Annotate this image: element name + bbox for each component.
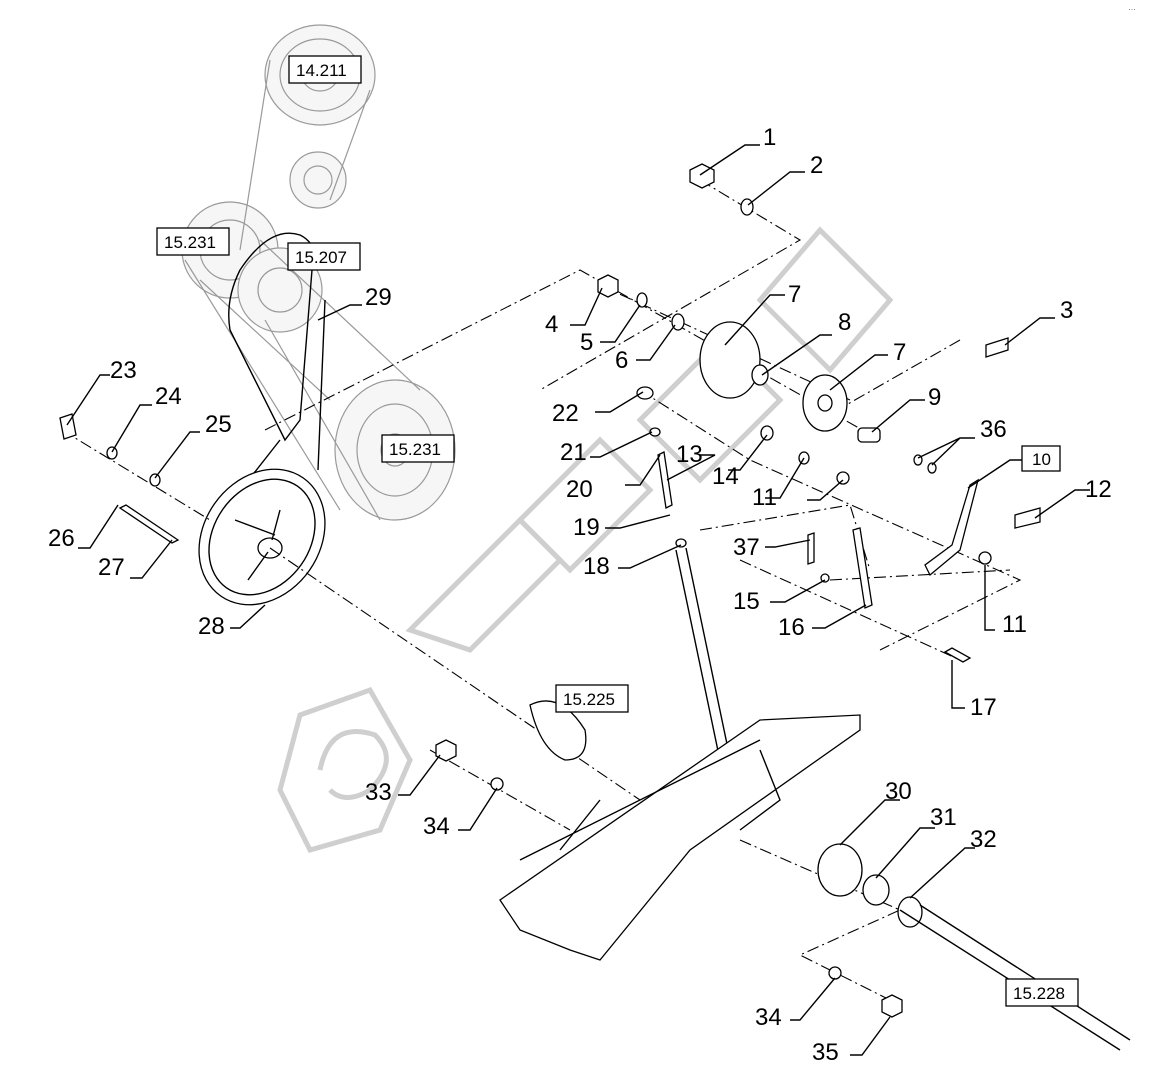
callout-34-left: 34 bbox=[423, 813, 450, 840]
callout-18: 18 bbox=[583, 553, 610, 580]
callout-21: 21 bbox=[560, 439, 587, 466]
callout-2: 2 bbox=[810, 152, 823, 179]
callout-32: 32 bbox=[970, 826, 997, 853]
ref-10: 10 bbox=[1032, 450, 1051, 469]
watermark-logo bbox=[277, 226, 894, 853]
ref-15-228: 15.228 bbox=[1013, 984, 1065, 1003]
callout-35: 35 bbox=[812, 1039, 839, 1066]
callout-14: 14 bbox=[712, 463, 739, 490]
assembly-axes bbox=[61, 179, 1022, 1001]
callout-3: 3 bbox=[1060, 297, 1073, 324]
callout-5: 5 bbox=[580, 329, 593, 356]
callout-19: 19 bbox=[573, 514, 600, 541]
callout-9: 9 bbox=[928, 384, 941, 411]
ref-15-231-upper: 15.231 bbox=[164, 233, 216, 252]
callout-17: 17 bbox=[970, 694, 997, 721]
callout-26: 26 bbox=[48, 525, 75, 552]
callout-31: 31 bbox=[930, 804, 957, 831]
callout-8: 8 bbox=[838, 309, 851, 336]
callout-15: 15 bbox=[733, 588, 760, 615]
callout-33: 33 bbox=[365, 779, 392, 806]
ref-15-231-lower: 15.231 bbox=[389, 440, 441, 459]
callout-1: 1 bbox=[763, 124, 776, 151]
callout-7-upper: 7 bbox=[788, 281, 801, 308]
ref-14-211: 14.211 bbox=[296, 61, 347, 80]
callout-13: 13 bbox=[676, 441, 703, 468]
callout-34-lower: 34 bbox=[755, 1004, 782, 1031]
callout-23: 23 bbox=[110, 357, 137, 384]
callout-36: 36 bbox=[980, 416, 1007, 443]
corner-mark: … bbox=[1128, 3, 1136, 12]
frame-assembly bbox=[499, 547, 1131, 1051]
callout-27: 27 bbox=[98, 554, 125, 581]
callout-6: 6 bbox=[615, 347, 628, 374]
callout-11-lower: 11 bbox=[1002, 611, 1027, 638]
ref-15-225: 15.225 bbox=[563, 690, 615, 709]
callout-16: 16 bbox=[778, 614, 805, 641]
callout-11-upper: 11 bbox=[752, 484, 777, 511]
callout-4: 4 bbox=[545, 311, 558, 338]
callout-labels: 1 2 3 4 5 6 7 7 8 9 11 11 12 13 14 15 16… bbox=[48, 124, 1112, 1066]
large-pulley bbox=[198, 468, 326, 606]
callout-22: 22 bbox=[552, 400, 579, 427]
leader-lines bbox=[66, 144, 1090, 1056]
callout-7-lower: 7 bbox=[893, 339, 906, 366]
callout-29: 29 bbox=[365, 284, 392, 311]
callout-20: 20 bbox=[566, 476, 593, 503]
reference-boxes: 14.211 15.231 15.207 15.231 10 15.225 15… bbox=[156, 55, 1079, 1007]
callout-37: 37 bbox=[733, 534, 760, 561]
callout-24: 24 bbox=[155, 383, 182, 410]
callout-28: 28 bbox=[198, 613, 225, 640]
ref-15-207: 15.207 bbox=[295, 248, 347, 267]
callout-25: 25 bbox=[205, 411, 232, 438]
callout-12: 12 bbox=[1085, 476, 1112, 503]
callout-30: 30 bbox=[885, 778, 912, 805]
